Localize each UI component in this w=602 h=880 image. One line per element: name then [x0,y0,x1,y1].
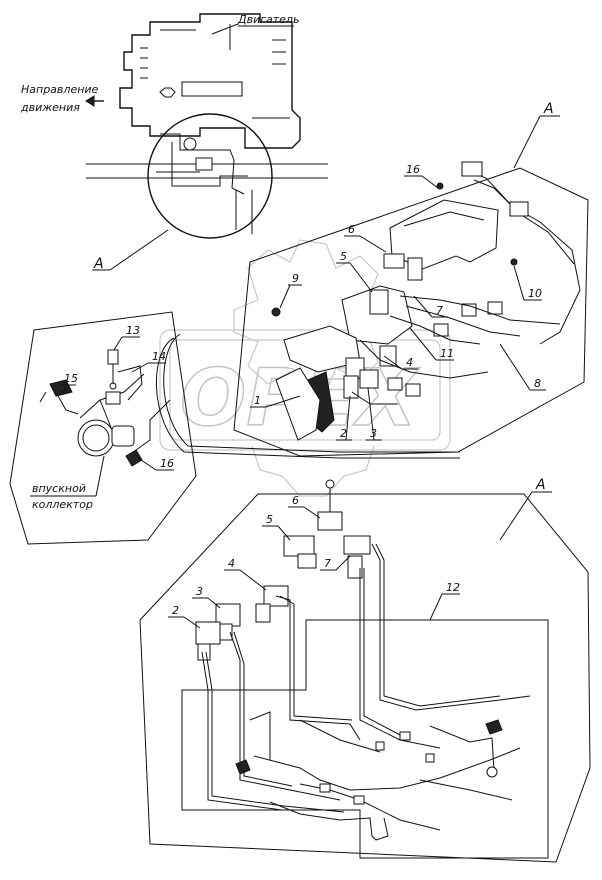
callout-4-top: 4 [406,356,413,369]
intake-label-2: коллектор [32,498,93,511]
callout-7-top: 7 [436,304,443,317]
callout-16-top: 16 [406,163,420,176]
callout-15: 15 [64,372,78,385]
callout-2-bottom: 2 [172,604,179,617]
intake-parts [39,349,171,467]
view-a-label-left: A [93,256,104,272]
pipes-bottom [201,543,531,841]
callout-11: 11 [440,347,454,360]
callout-13: 13 [126,324,140,337]
hoses-top [351,161,581,405]
solenoid-valves-top [271,182,518,399]
callout-6-bottom: 6 [292,494,299,507]
bracket-assembly [275,199,499,441]
view-a-label-bottom: A [535,477,546,493]
intake-detail-outline [9,311,197,545]
callout-5-bottom: 5 [266,513,273,526]
callout-8: 8 [534,377,541,390]
valves-bottom [195,479,371,661]
callout-10: 10 [528,287,542,300]
direction-label-1: Направление [21,83,99,96]
callout-4-bottom: 4 [228,557,235,570]
view-a-top-outline [233,167,589,457]
view-a-label-top: A [543,101,554,117]
pipe-frame [181,619,549,859]
callout-6-top: 6 [348,223,355,236]
hose-loop [155,333,460,459]
callout-3-bottom: 3 [196,585,203,598]
callout-9: 9 [292,272,299,285]
engine-detail-circle [86,113,328,239]
callout-1: 1 [254,394,261,407]
intake-label-1: впускной [32,482,86,495]
direction-label-2: движения [20,101,80,114]
callout-2-top: 2 [340,427,347,440]
engine-outline [119,13,301,149]
direction-arrow-icon [85,95,104,107]
callout-14: 14 [152,350,166,363]
callout-16-left: 16 [160,457,174,470]
callout-7-bottom: 7 [324,557,331,570]
callout-5-top: 5 [340,250,347,263]
callout-12: 12 [446,581,460,594]
view-a-bottom-outline [139,493,591,863]
engine-label: Двигатель [237,13,299,26]
